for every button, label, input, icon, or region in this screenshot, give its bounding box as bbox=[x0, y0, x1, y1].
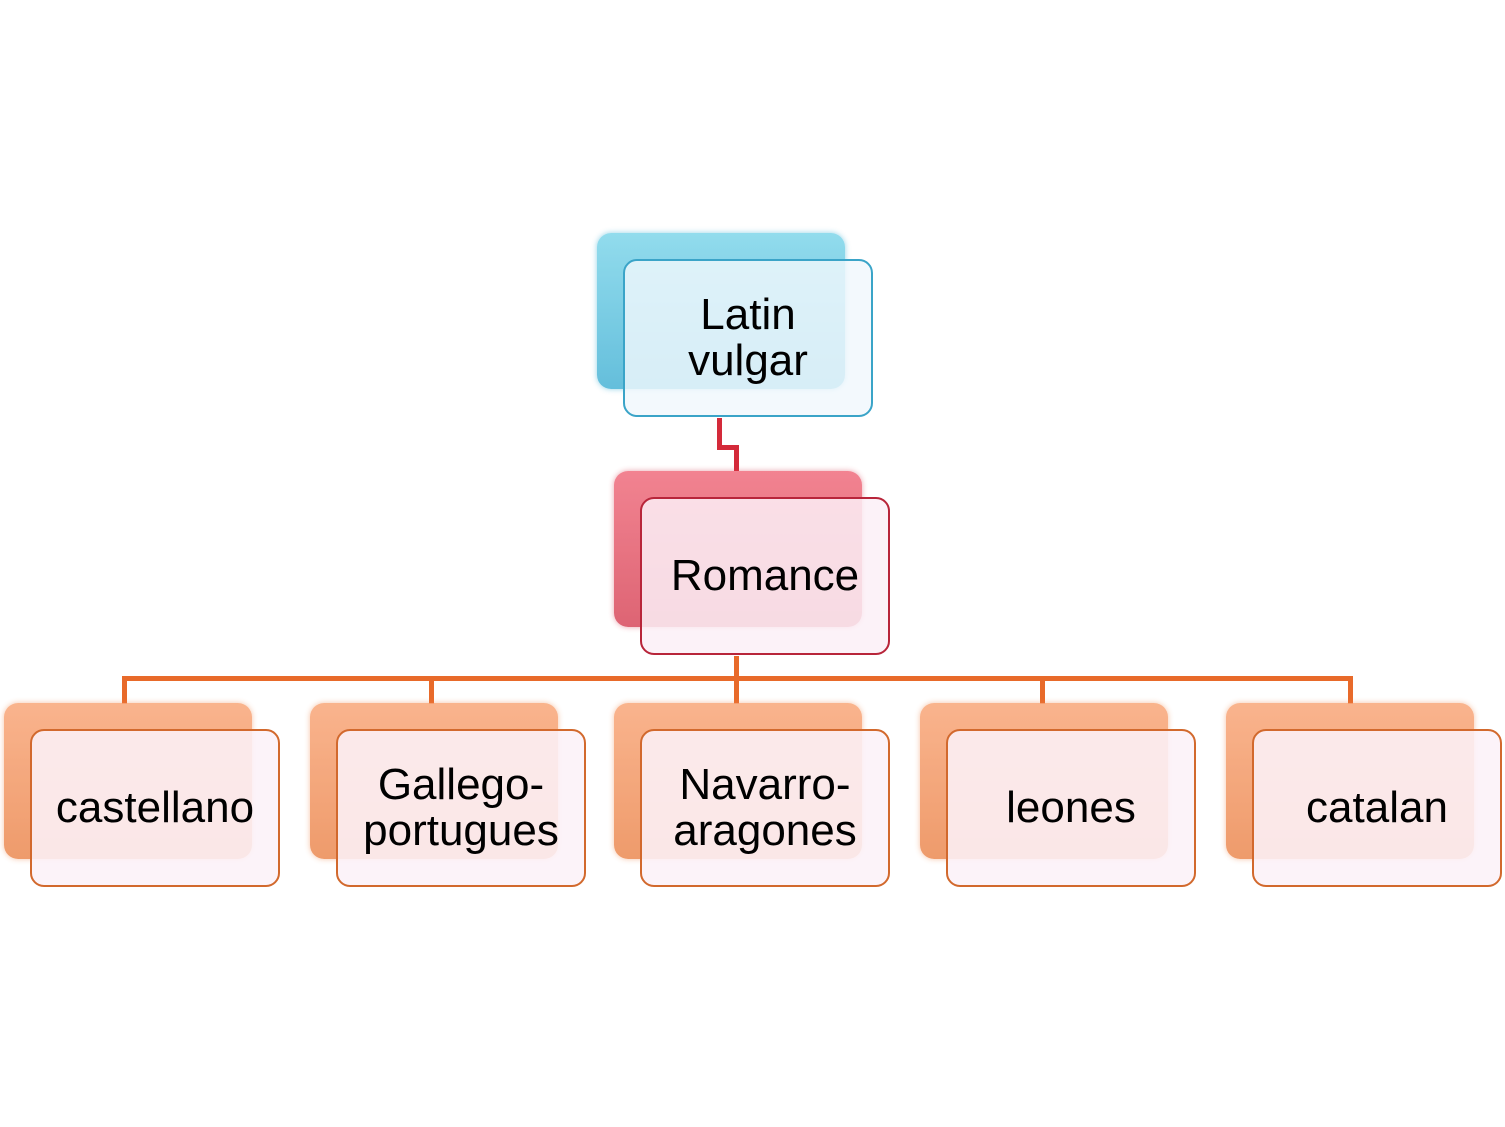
node-navarro-aragones-box: Navarro- aragones bbox=[640, 729, 890, 887]
node-castellano-label: castellano bbox=[55, 783, 255, 832]
connector-romance-trunk bbox=[734, 656, 739, 680]
connector-root-to-romance-lower bbox=[734, 445, 739, 471]
connector-root-to-romance-upper bbox=[717, 418, 722, 448]
node-romance: Romance bbox=[614, 471, 890, 655]
connector-child-gallego-portugues bbox=[429, 676, 434, 704]
node-catalan-box: catalan bbox=[1252, 729, 1502, 887]
connector-child-leones bbox=[1040, 676, 1045, 704]
node-romance-box: Romance bbox=[640, 497, 890, 655]
node-latin-vulgar-label: Latin vulgar bbox=[688, 290, 808, 385]
node-navarro-aragones: Navarro- aragones bbox=[614, 703, 890, 887]
node-leones-box: leones bbox=[946, 729, 1196, 887]
connector-child-navarro-aragones bbox=[734, 676, 739, 704]
node-castellano: castellano bbox=[4, 703, 280, 887]
node-leones-label: leones bbox=[1006, 783, 1136, 832]
node-latin-vulgar-box: Latin vulgar bbox=[623, 259, 873, 417]
node-catalan-label: catalan bbox=[1306, 783, 1448, 832]
node-leones: leones bbox=[920, 703, 1196, 887]
node-gallego-portugues: Gallego- portugues bbox=[310, 703, 586, 887]
node-navarro-aragones-label: Navarro- aragones bbox=[673, 760, 857, 855]
node-castellano-box: castellano bbox=[30, 729, 280, 887]
connector-child-castellano bbox=[122, 676, 127, 704]
node-gallego-portugues-box: Gallego- portugues bbox=[336, 729, 586, 887]
node-romance-label: Romance bbox=[670, 551, 860, 600]
node-gallego-portugues-label: Gallego- portugues bbox=[363, 760, 559, 855]
node-latin-vulgar: Latin vulgar bbox=[597, 233, 873, 417]
connector-child-catalan bbox=[1348, 676, 1353, 704]
node-catalan: catalan bbox=[1226, 703, 1502, 887]
connector-root-to-romance-step bbox=[717, 445, 739, 450]
